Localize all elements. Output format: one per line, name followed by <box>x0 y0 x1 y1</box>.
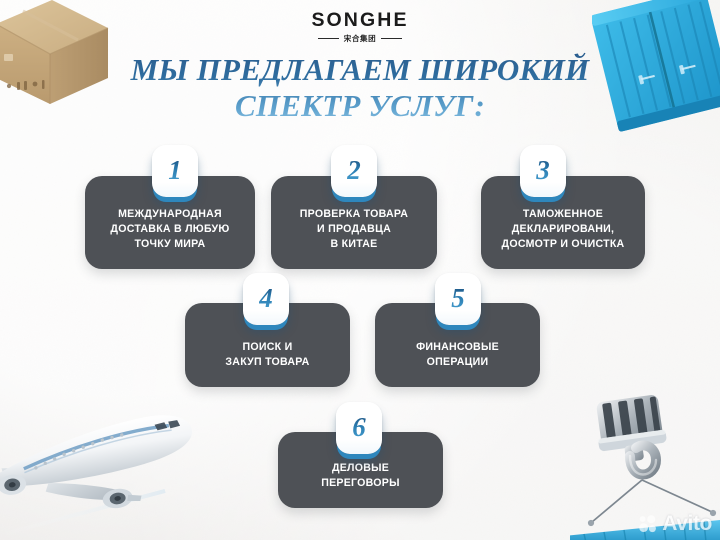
brand-logo-subline: 宋合集团 <box>0 33 720 43</box>
service-number-badge-4: 4 <box>243 273 289 325</box>
logo-rule-left <box>317 37 339 39</box>
brand-logo-wordmark: SONGHE <box>311 9 409 31</box>
crane-hook-icon <box>570 395 720 540</box>
logo-rule-right <box>381 37 403 39</box>
avito-logo-icon <box>639 514 657 532</box>
service-number-badge-6: 6 <box>336 402 382 454</box>
brand-logo-chinese: 宋合集团 <box>343 33 377 43</box>
service-number: 5 <box>451 282 465 313</box>
airplane-icon <box>0 415 192 538</box>
page-title: МЫ ПРЕДЛАГАЕМ ШИРОКИЙ СПЕКТР УСЛУГ: <box>0 52 720 125</box>
service-number-badge-1: 1 <box>152 145 198 197</box>
service-number-badge-3: 3 <box>520 145 566 197</box>
service-number: 4 <box>259 282 273 313</box>
service-number: 1 <box>168 154 182 185</box>
service-card-label: ТАМОЖЕННОЕ ДЕКЛАРИРОВАНИ, ДОСМОТР И ОЧИС… <box>501 207 625 250</box>
service-card-label: МЕЖДУНАРОДНАЯ ДОСТАВКА В ЛЮБУЮ ТОЧКУ МИР… <box>110 207 230 250</box>
avito-watermark: Avito <box>638 513 712 534</box>
service-number: 2 <box>347 154 361 185</box>
service-card-label: ПОИСК И ЗАКУП ТОВАРА <box>225 340 310 368</box>
service-card-label: ФИНАНСОВЫЕ ОПЕРАЦИИ <box>416 340 499 368</box>
service-number-badge-5: 5 <box>435 273 481 325</box>
service-card-label: ПРОВЕРКА ТОВАРА И ПРОДАВЦА В КИТАЕ <box>299 207 409 250</box>
service-card-label: ДЕЛОВЫЕ ПЕРЕГОВОРЫ <box>321 461 400 489</box>
brand-logo: SONGHE 宋合集团 <box>0 9 720 43</box>
service-number: 6 <box>352 411 366 442</box>
page-title-line-1: МЫ ПРЕДЛАГАЕМ ШИРОКИЙ <box>130 52 590 87</box>
page-title-line-2: СПЕКТР УСЛУГ: <box>235 88 485 124</box>
service-number: 3 <box>536 154 550 185</box>
avito-watermark-text: Avito <box>662 512 712 535</box>
service-number-badge-2: 2 <box>331 145 377 197</box>
